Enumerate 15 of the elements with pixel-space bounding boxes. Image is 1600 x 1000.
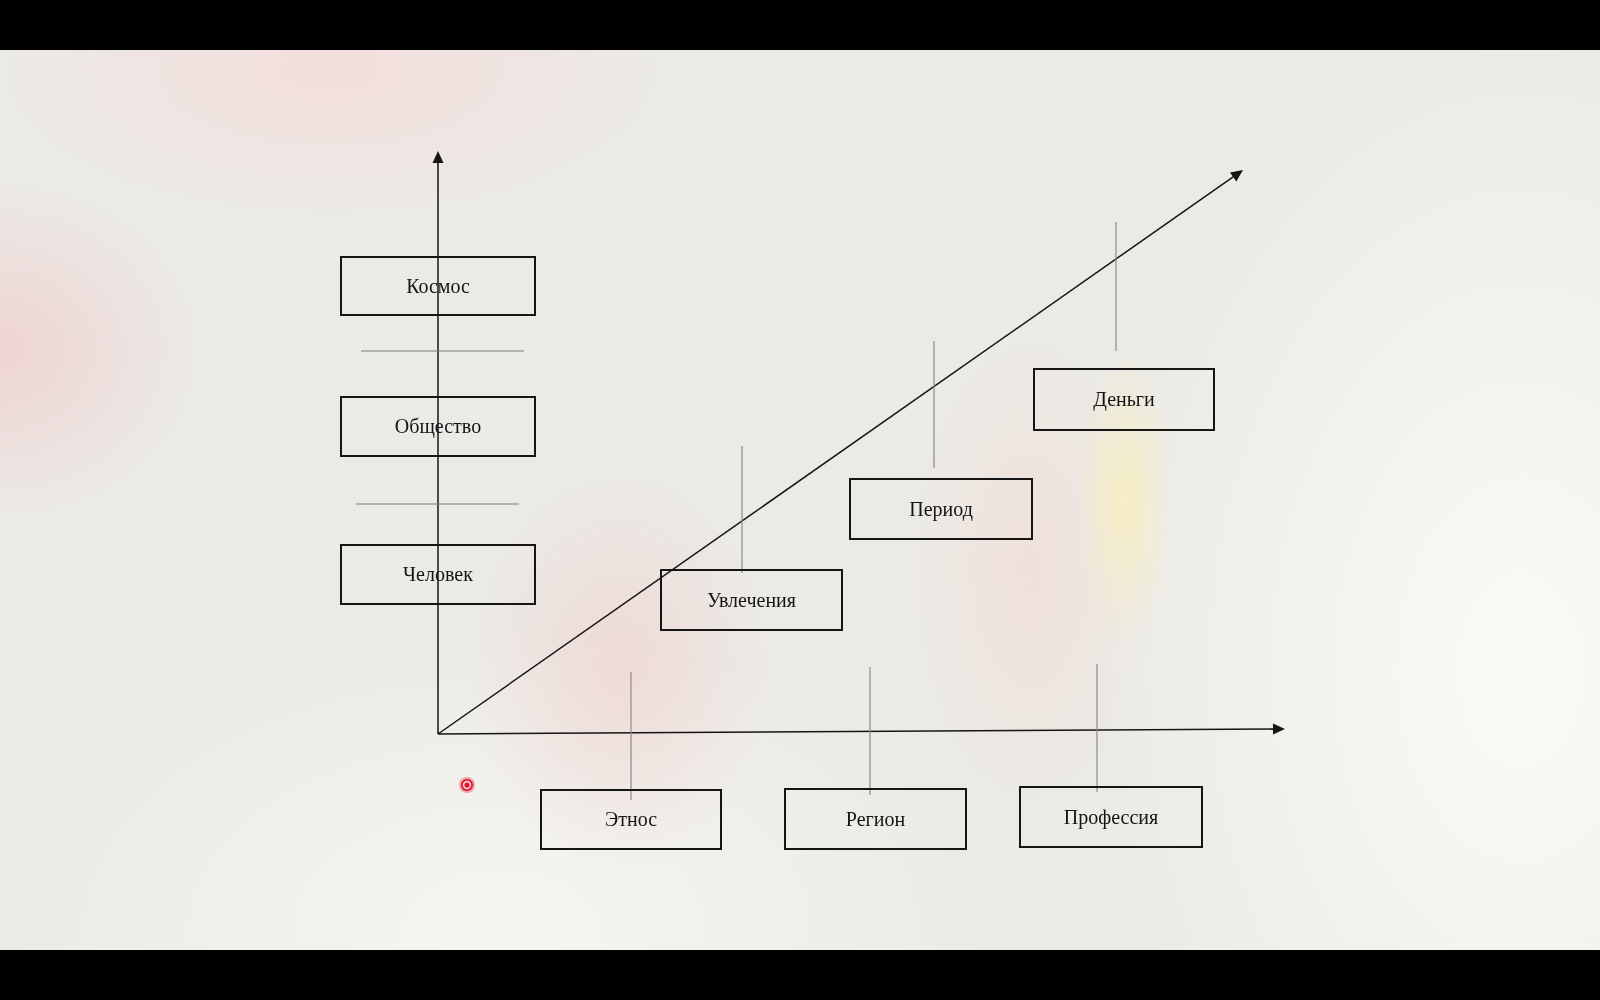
text-box: [540, 789, 722, 850]
text-box: [784, 788, 967, 850]
text-box: [340, 256, 536, 316]
text-box: [1033, 368, 1215, 431]
text-box: [849, 478, 1033, 540]
box-label: Регион: [845, 807, 906, 831]
box-label: Увлечения: [707, 588, 796, 612]
box-label: Этнос: [605, 808, 657, 831]
box-label: Профессия: [1063, 805, 1159, 829]
text-box: [1019, 786, 1203, 848]
text-box: [340, 396, 536, 457]
text-box: [660, 569, 843, 631]
box-label: Период: [909, 497, 973, 521]
text-box: [340, 544, 536, 605]
box-label: Деньги: [1093, 388, 1155, 411]
